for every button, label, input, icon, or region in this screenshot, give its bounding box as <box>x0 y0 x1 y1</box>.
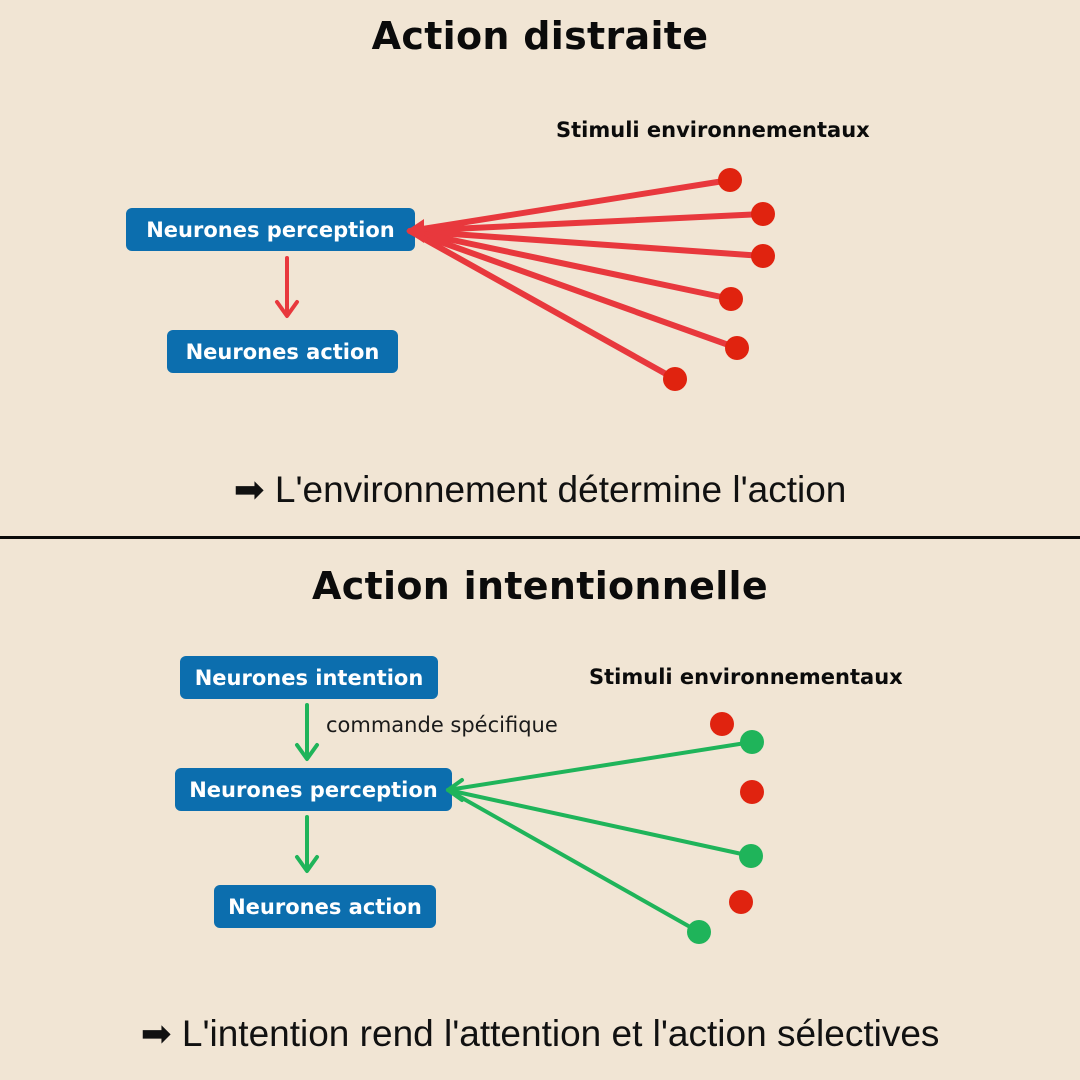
top-stimulus-connection-3 <box>407 228 766 259</box>
bottom-perception-box: Neurones perception <box>175 768 452 811</box>
top-stimulus-dot-2 <box>751 202 775 226</box>
intention-arrow-head <box>295 743 319 761</box>
top-stimulus-dot-5 <box>725 336 749 360</box>
bottom-stimulus-dot-5 <box>729 890 753 914</box>
bottom-stimulus-connection-4 <box>446 788 753 858</box>
top-perception-box: Neurones perception <box>126 208 415 251</box>
top-stimulus-dot-1 <box>718 168 742 192</box>
top-stimulus-connection-1 <box>407 177 733 234</box>
bottom-arrow-head <box>295 855 319 873</box>
top-stimulus-dot-6 <box>663 367 687 391</box>
command-label: commande spécifique <box>326 713 558 737</box>
top-stimulus-dot-4 <box>719 287 743 311</box>
bottom-stimulus-connection-2 <box>446 740 754 792</box>
bottom-stimulus-dot-3 <box>740 780 764 804</box>
section-divider <box>0 536 1080 539</box>
top-action-box: Neurones action <box>167 330 398 373</box>
top-stimulus-connection-5 <box>407 228 740 351</box>
bottom-stimulus-dot-2 <box>740 730 764 754</box>
bottom-stimulus-connection-6 <box>446 788 701 934</box>
bottom-stimulus-dot-6 <box>687 920 711 944</box>
bottom-conclusion: ➡ L'intention rend l'attention et l'acti… <box>140 1013 940 1054</box>
top-arrow-head <box>275 300 299 318</box>
bottom-action-box: Neurones action <box>214 885 436 928</box>
top-stimulus-connection-6 <box>407 228 678 382</box>
top-title: Action distraite <box>371 14 709 58</box>
bottom-stimuli-label: Stimuli environnementaux <box>589 665 903 689</box>
bottom-hub-arrow-head <box>446 778 464 802</box>
top-stimuli-label: Stimuli environnementaux <box>556 118 870 142</box>
bottom-title: Action intentionnelle <box>312 564 768 608</box>
top-hub-arrow-head <box>406 219 424 243</box>
bottom-stimulus-dot-1 <box>710 712 734 736</box>
top-stimulus-dot-3 <box>751 244 775 268</box>
bottom-stimulus-dot-4 <box>739 844 763 868</box>
top-stimulus-connection-2 <box>407 211 766 234</box>
bottom-intention-box: Neurones intention <box>180 656 438 699</box>
top-stimulus-connection-4 <box>407 228 734 302</box>
top-conclusion: ➡ L'environnement détermine l'action <box>233 469 847 510</box>
